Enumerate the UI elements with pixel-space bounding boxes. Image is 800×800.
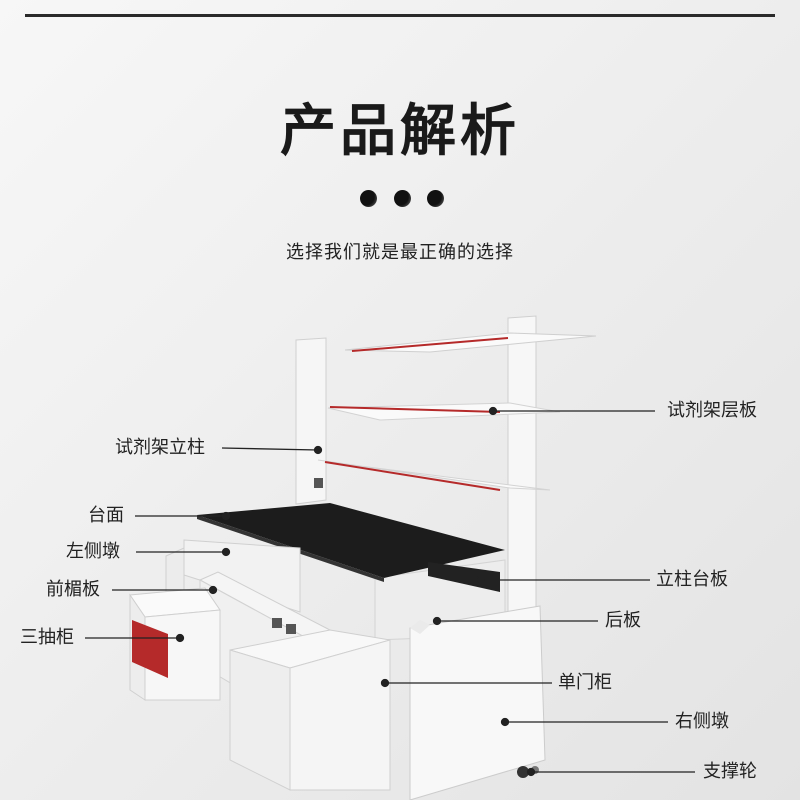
label-front-lintel-panel: 前楣板 bbox=[46, 579, 100, 600]
leader-lines bbox=[85, 406, 695, 777]
dot-icon bbox=[427, 190, 444, 207]
dot-icon bbox=[393, 190, 411, 207]
label-left-pedestal: 左侧墩 bbox=[66, 541, 120, 562]
right-pedestal-shape bbox=[409, 605, 546, 800]
label-post-table-board: 立柱台板 bbox=[656, 569, 728, 590]
red-drawer-face bbox=[132, 620, 168, 678]
top-divider bbox=[25, 14, 775, 17]
post-table-board-shape bbox=[428, 562, 500, 592]
support-wheel-shape bbox=[517, 766, 529, 778]
label-single-door-cabinet: 单门柜 bbox=[558, 672, 612, 693]
label-back-panel: 后板 bbox=[605, 610, 641, 631]
label-countertop: 台面 bbox=[88, 505, 124, 526]
post-outlet bbox=[314, 478, 323, 488]
label-support-wheel: 支撑轮 bbox=[703, 761, 757, 782]
shelf-post-right bbox=[507, 315, 537, 616]
label-right-pedestal: 右侧墩 bbox=[675, 711, 729, 732]
label-reagent-shelf-board: 试剂架层板 bbox=[667, 400, 757, 421]
countertop-shape bbox=[197, 503, 505, 578]
dot-icon bbox=[360, 190, 377, 207]
page-subtitle: 选择我们就是最正确的选择 bbox=[286, 242, 514, 263]
label-reagent-shelf-post: 试剂架立柱 bbox=[115, 437, 205, 458]
label-three-drawer-cabinet: 三抽柜 bbox=[20, 627, 74, 648]
decorative-dots bbox=[360, 190, 444, 208]
shelf-boards bbox=[317, 332, 597, 491]
page-title: 产品解析 bbox=[280, 99, 520, 164]
